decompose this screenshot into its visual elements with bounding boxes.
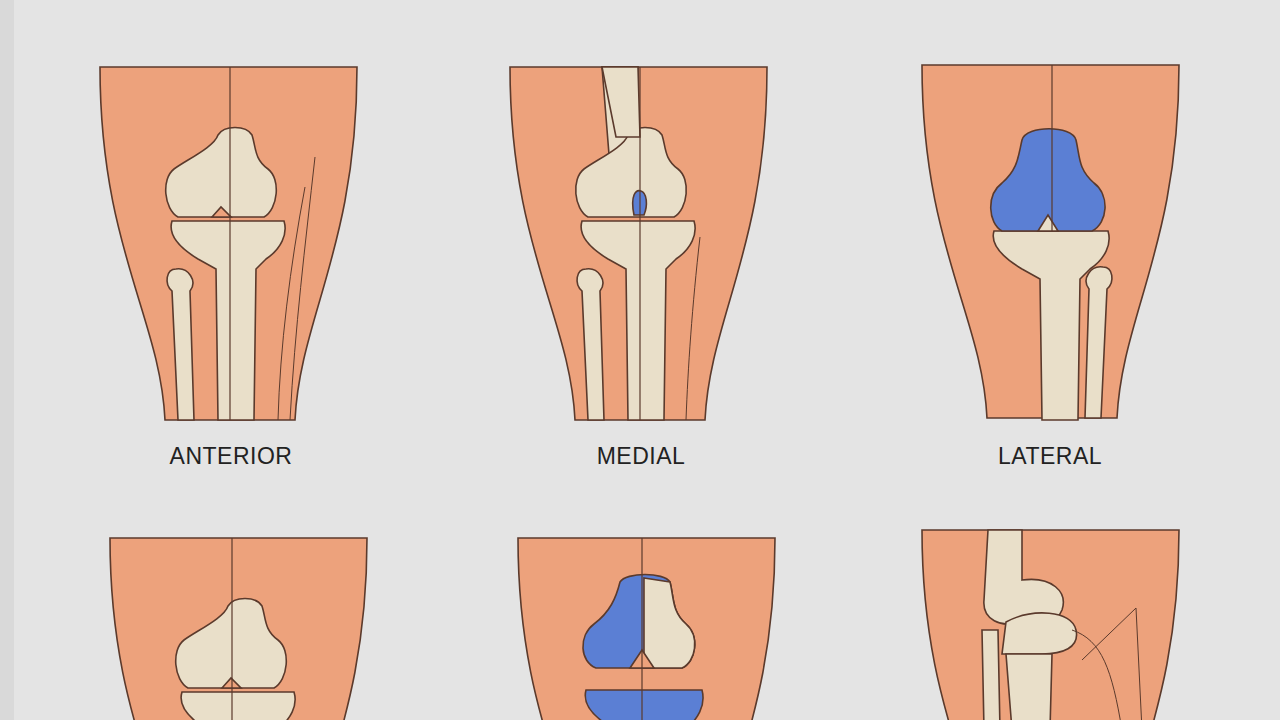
- view-label: MEDIAL: [597, 443, 686, 470]
- view-label: ANTERIOR: [170, 443, 293, 470]
- view-label: LATERAL: [998, 443, 1102, 470]
